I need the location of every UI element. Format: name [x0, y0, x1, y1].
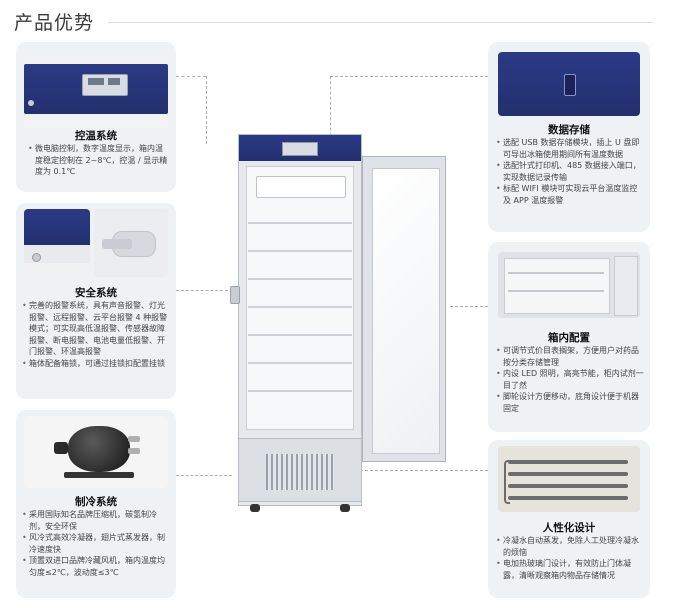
- cooling-title: 制冷系统: [75, 496, 117, 508]
- list-item: 选配 USB 数据存储模块，插上 U 盘即可导出冰箱使用期间所有温度数据: [496, 137, 644, 160]
- connector-interior: [450, 306, 488, 307]
- card-cooling-system: 制冷系统 采用国际知名品牌压缩机，碳氢制冷剂，安全环保 风冷式高效冷凝器，翅片式…: [16, 410, 176, 598]
- list-item: 冷凝水自动蒸发，免除人工处理冷凝水的烦恼: [496, 535, 644, 558]
- side-lock: [230, 286, 240, 304]
- caster: [340, 504, 350, 512]
- safety-bullets: 完善的报警系统，具有声音报警、灯光报警、远程报警、云平台报警 4 种报警模式；可…: [22, 300, 172, 369]
- shelf: [248, 334, 352, 336]
- card-interior-config: 箱内配置 可调节式价目表搁架，方便用户对药品按分类存储管理 内设 LED 照明，…: [488, 242, 650, 432]
- human-bullets: 冷凝水自动蒸发，免除人工处理冷凝水的烦恼 电加热玻璃门设计，有效防止门体凝露，清…: [496, 535, 644, 581]
- card-data-storage: 数据存储 选配 USB 数据存储模块，插上 U 盘即可导出冰箱使用期间所有温度数…: [488, 42, 650, 232]
- compressor-image: [24, 416, 168, 488]
- title-divider: [108, 22, 653, 23]
- list-item: 电加热玻璃门设计，有效防止门体凝露，清晰观察箱内物品存储情况: [496, 558, 644, 581]
- card-safety-system: 安全系统 完善的报警系统，具有声音报警、灯光报警、远程报警、云平台报警 4 种报…: [16, 203, 176, 399]
- shelf: [248, 306, 352, 308]
- interior-title: 箱内配置: [548, 332, 590, 344]
- list-item: 风冷式高效冷凝器，翅片式蒸发器，制冷速度快: [22, 532, 172, 555]
- connector-temp-v: [206, 76, 207, 144]
- connector-storage: [330, 76, 488, 77]
- storage-bullets: 选配 USB 数据存储模块，插上 U 盘即可导出冰箱使用期间所有温度数据 选配针…: [496, 137, 644, 206]
- connector-temp: [176, 76, 206, 77]
- list-item: 标配 WIFI 模块可实现云平台温度监控及 APP 温度报警: [496, 183, 644, 206]
- cooling-bullets: 采用国际知名品牌压缩机，碳氢制冷剂，安全环保 风冷式高效冷凝器，翅片式蒸发器，制…: [22, 509, 172, 578]
- shelf: [248, 250, 352, 252]
- hasp-image: [94, 209, 168, 277]
- shelf: [248, 390, 352, 392]
- shelf: [248, 278, 352, 280]
- cabinet-display: [282, 142, 318, 156]
- fan-box: [256, 176, 346, 198]
- interior-image: [498, 252, 640, 318]
- caster: [250, 504, 260, 512]
- card-human-design: 人性化设计 冷凝水自动蒸发，免除人工处理冷凝水的烦恼 电加热玻璃门设计，有效防止…: [488, 440, 650, 598]
- safety-title: 安全系统: [75, 287, 117, 299]
- evaporator-coil-image: [498, 446, 640, 512]
- list-item: 箱体配备箱锁，可通过挂锁扣配置挂锁: [22, 358, 172, 370]
- vent-grille: [266, 454, 334, 490]
- list-item: 脚轮设计方便移动，底角设计便于机器固定: [496, 391, 644, 414]
- connector-cooling: [176, 475, 232, 476]
- storage-title: 数据存储: [548, 124, 590, 136]
- temperature-title: 控温系统: [75, 130, 117, 142]
- human-title: 人性化设计: [542, 522, 596, 534]
- connector-safety: [176, 290, 228, 291]
- card-temperature-control: 控温系统 微电脑控制，数字温度显示，箱内温度稳定控制在 2~8℃，控温 / 显示…: [16, 42, 176, 192]
- shelf: [248, 362, 352, 364]
- list-item: 可调节式价目表搁架，方便用户对药品按分类存储管理: [496, 345, 644, 368]
- door-glass-pane: [372, 168, 440, 454]
- list-item: 内设 LED 照明，高亮节能，柜内试剂一目了然: [496, 368, 644, 391]
- page-title: 产品优势: [14, 12, 95, 34]
- interior-bullets: 可调节式价目表搁架，方便用户对药品按分类存储管理 内设 LED 照明，高亮节能，…: [496, 345, 644, 414]
- control-panel-image: [24, 56, 168, 128]
- refrigerator-illustration: [228, 134, 450, 518]
- usb-panel-image: [498, 52, 640, 116]
- temperature-bullets: 微电脑控制，数字温度显示，箱内温度稳定控制在 2~8℃，控温 / 显示精度为 0…: [28, 143, 170, 178]
- shelf: [248, 222, 352, 224]
- list-item: 采用国际知名品牌压缩机，碳氢制冷剂，安全环保: [22, 509, 172, 532]
- connector-human: [360, 470, 488, 471]
- lock-image: [24, 209, 90, 277]
- list-item: 顶置双进口品牌冷藏风机，箱内温度均匀度≤2℃，波动度≤3℃: [22, 555, 172, 578]
- connector-storage-v: [330, 76, 331, 146]
- cabinet-interior: [246, 166, 354, 430]
- list-item: 完善的报警系统，具有声音报警、灯光报警、远程报警、云平台报警 4 种报警模式；可…: [22, 300, 172, 358]
- list-item: 选配针式打印机、485 数据接入端口，实现数据记录传输: [496, 160, 644, 183]
- list-item: 微电脑控制，数字温度显示，箱内温度稳定控制在 2~8℃，控温 / 显示精度为 0…: [28, 143, 170, 178]
